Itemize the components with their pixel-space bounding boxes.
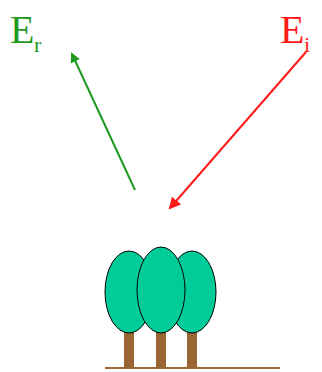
field-subscript: r — [34, 34, 41, 56]
reflected-arrow — [72, 54, 135, 190]
field-subscript: i — [304, 34, 310, 56]
trees — [105, 247, 280, 368]
field-symbol: E — [10, 10, 34, 50]
field-symbol: E — [280, 10, 304, 50]
incident-arrow — [170, 52, 306, 208]
